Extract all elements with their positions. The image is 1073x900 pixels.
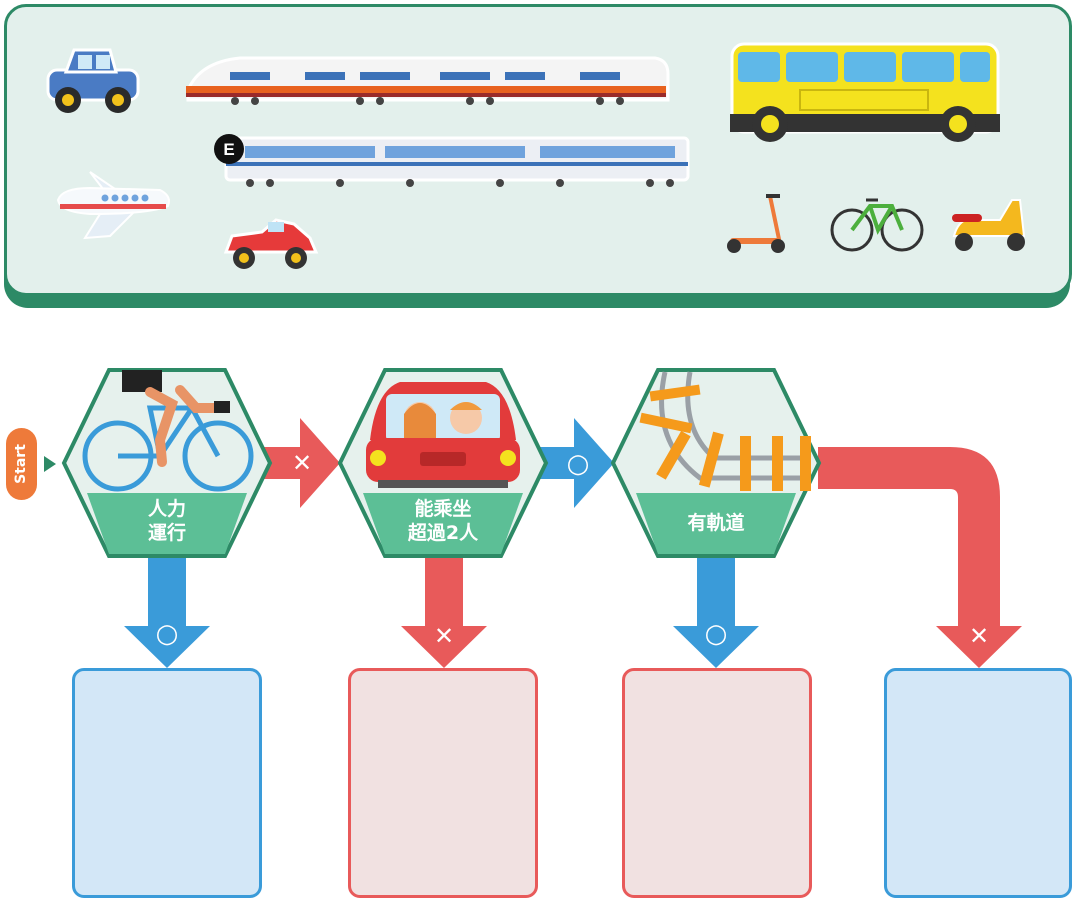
metro-badge-icon — [214, 134, 244, 164]
cyclist-icon — [82, 370, 254, 492]
vehicle-illustrations: E — [46, 42, 1026, 269]
start-label: Start — [13, 444, 29, 484]
arrow-yes-to-result-3 — [673, 550, 759, 668]
arrow-yes-to-result-1 — [124, 550, 210, 668]
hexagon-human-powered — [61, 368, 273, 558]
start-badge — [6, 428, 37, 500]
no-symbol: ✕ — [969, 622, 989, 650]
bus-icon — [730, 42, 1000, 142]
node-label-human-powered: 人力 運行 — [147, 498, 186, 544]
yes-symbol: ○ — [705, 619, 728, 649]
jeep-icon — [46, 48, 140, 113]
bicycle-icon — [830, 198, 924, 252]
hexagon-seats-over-two — [337, 368, 549, 558]
arrow-no-to-result-4 — [818, 447, 1022, 668]
railway-track-icon — [639, 371, 811, 491]
start-pointer-icon — [44, 456, 56, 472]
no-symbol: ✕ — [292, 449, 312, 477]
arrow-yes-to-rails — [540, 418, 614, 508]
node-label-seats-over-two: 能乘坐 超過2人 — [407, 498, 479, 544]
high-speed-train-icon — [186, 56, 670, 105]
answer-box-4[interactable] — [884, 668, 1072, 898]
no-symbol: ✕ — [434, 622, 454, 650]
yes-symbol: ○ — [156, 619, 179, 649]
answer-box-1[interactable] — [72, 668, 262, 898]
metro-train-icon: E — [214, 134, 690, 187]
answer-box-2[interactable] — [348, 668, 538, 898]
metro-badge-letter: E — [223, 140, 234, 159]
answer-box-3[interactable] — [622, 668, 812, 898]
arrow-no-to-seats — [264, 418, 340, 508]
yes-symbol: ○ — [567, 449, 590, 479]
arrow-no-to-result-2 — [401, 550, 487, 668]
hexagon-has-rails — [610, 368, 822, 558]
car-with-passengers-icon — [366, 382, 520, 488]
sports-car-icon — [223, 218, 319, 269]
kick-scooter-icon — [727, 194, 785, 253]
motor-scooter-icon — [952, 199, 1026, 251]
airplane-icon — [56, 171, 170, 240]
node-label-has-rails: 有軌道 — [687, 512, 745, 534]
